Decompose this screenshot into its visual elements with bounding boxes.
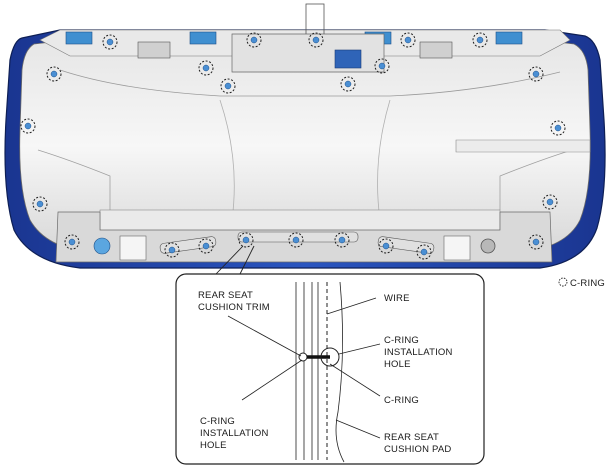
c-ring-marker <box>334 232 350 248</box>
bottom-box <box>443 235 471 261</box>
c-ring-marker <box>32 196 48 212</box>
center-clip <box>334 49 362 69</box>
c-ring-marker <box>102 34 118 50</box>
callout-line: CUSHION PAD <box>384 444 451 455</box>
c-ring-marker <box>340 76 356 92</box>
callout-line: INSTALLATION <box>384 347 453 358</box>
dashed-circle-icon <box>558 277 568 287</box>
callout-wire: WIRE <box>384 293 410 304</box>
callout-line: C-RING <box>384 335 419 346</box>
top-tab <box>495 31 523 45</box>
c-ring-markers <box>20 32 566 260</box>
callout-line: CUSHION TRIM <box>198 302 270 313</box>
c-ring-marker <box>472 32 488 48</box>
contour <box>219 99 235 221</box>
c-ring-marker <box>220 78 236 94</box>
contour <box>59 69 561 97</box>
callout-line: INSTALLATION <box>200 428 269 439</box>
bottom-knob <box>480 238 496 254</box>
c-ring-marker <box>64 234 80 250</box>
callout-line: WIRE <box>384 293 410 304</box>
c-ring-marker <box>198 60 214 76</box>
c-ring-marker <box>308 32 324 48</box>
contour <box>37 149 111 210</box>
c-ring-marker <box>164 242 180 258</box>
c-ring-marker <box>400 32 416 48</box>
contour <box>377 99 391 221</box>
callout-c-ring-installation-hole-left: C-RING INSTALLATION HOLE <box>200 416 271 451</box>
top-tab <box>189 31 217 45</box>
right-slot <box>419 41 453 59</box>
detail-view <box>175 273 485 465</box>
callout-c-ring-installation-hole-right: C-RING INSTALLATION HOLE <box>384 335 455 370</box>
inner-floor <box>99 209 501 233</box>
c-ring-marker <box>374 58 390 74</box>
top-tab <box>65 31 93 45</box>
c-ring-marker <box>550 120 566 136</box>
c-ring-marker <box>378 238 394 254</box>
seat-cushion-trim-body <box>4 3 606 269</box>
c-ring-marker <box>416 244 432 260</box>
c-ring-hole-left <box>298 352 308 362</box>
detail-leader <box>215 245 255 275</box>
callout-c-ring: C-RING <box>384 395 419 406</box>
callout-rear-seat-cushion-pad: REAR SEAT CUSHION PAD <box>384 432 451 455</box>
callout-line: C-RING <box>200 416 235 427</box>
c-ring-marker <box>238 232 254 248</box>
callout-line: HOLE <box>200 440 227 451</box>
c-ring-hole-right <box>320 347 340 367</box>
clip-bar <box>377 236 435 254</box>
c-ring-marker <box>528 234 544 250</box>
detail-frame <box>175 273 485 465</box>
callout-line: REAR SEAT <box>384 432 439 443</box>
callout-line: C-RING <box>384 395 419 406</box>
c-ring-marker <box>246 32 262 48</box>
c-ring-marker <box>542 194 558 210</box>
callout-line: REAR SEAT <box>198 290 253 301</box>
c-ring-marker <box>20 118 36 134</box>
legend-label: C-RING <box>570 278 605 289</box>
callout-rear-seat-cushion-trim: REAR SEAT CUSHION TRIM <box>198 290 270 313</box>
legend: C-RING <box>558 277 605 289</box>
c-ring-marker <box>288 232 304 248</box>
callout-line: HOLE <box>384 359 411 370</box>
c-ring-marker <box>46 66 62 82</box>
pad-edge <box>335 281 345 463</box>
left-slot <box>137 41 171 59</box>
contour <box>455 139 591 153</box>
c-ring-marker <box>198 238 214 254</box>
bottom-knob <box>93 237 111 255</box>
c-ring-marker <box>528 66 544 82</box>
bottom-box <box>119 235 147 261</box>
